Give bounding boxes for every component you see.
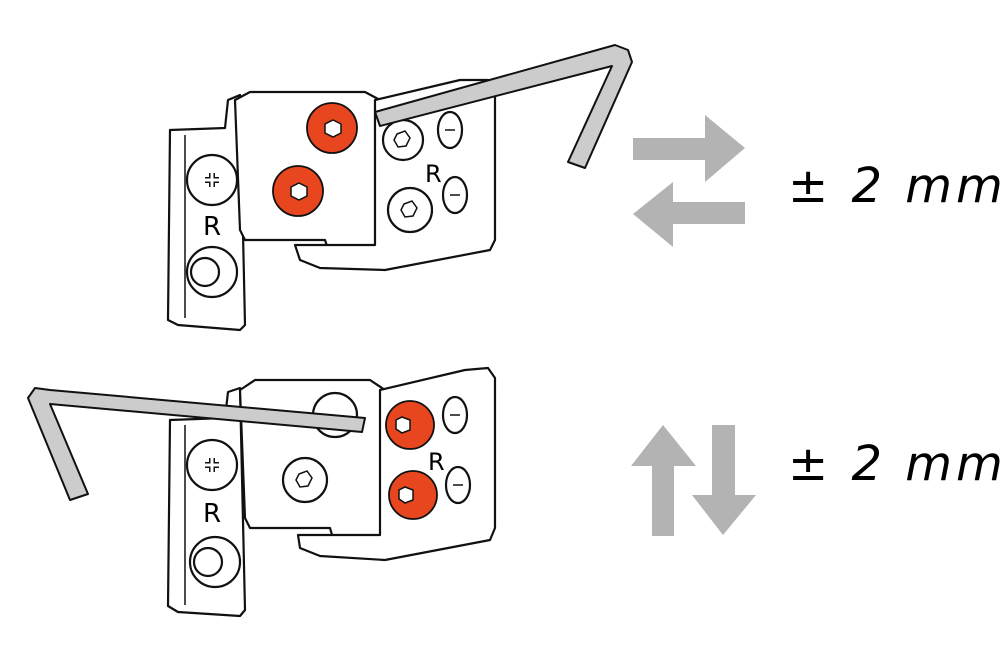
bracket-vertical-adjustment: R R	[27, 366, 497, 618]
hex-wrench	[27, 387, 366, 501]
vertical-arrows-icon	[631, 425, 756, 536]
horizontal-arrows-icon	[633, 115, 745, 247]
vertical-adjustment-label: ± 2 mm	[788, 436, 1007, 492]
highlighted-screw	[272, 165, 324, 217]
svg-text:R: R	[425, 160, 442, 188]
r-marking: R	[203, 212, 221, 242]
svg-text:R: R	[203, 499, 221, 529]
horizontal-adjustment-label: ± 2 mm	[788, 158, 1007, 214]
bracket-horizontal-adjustment: R R	[166, 44, 633, 332]
highlighted-screw	[388, 470, 438, 520]
highlighted-screw	[385, 400, 435, 450]
svg-text:R: R	[428, 448, 445, 476]
highlighted-screw	[306, 102, 358, 154]
hex-wrench	[374, 44, 633, 169]
